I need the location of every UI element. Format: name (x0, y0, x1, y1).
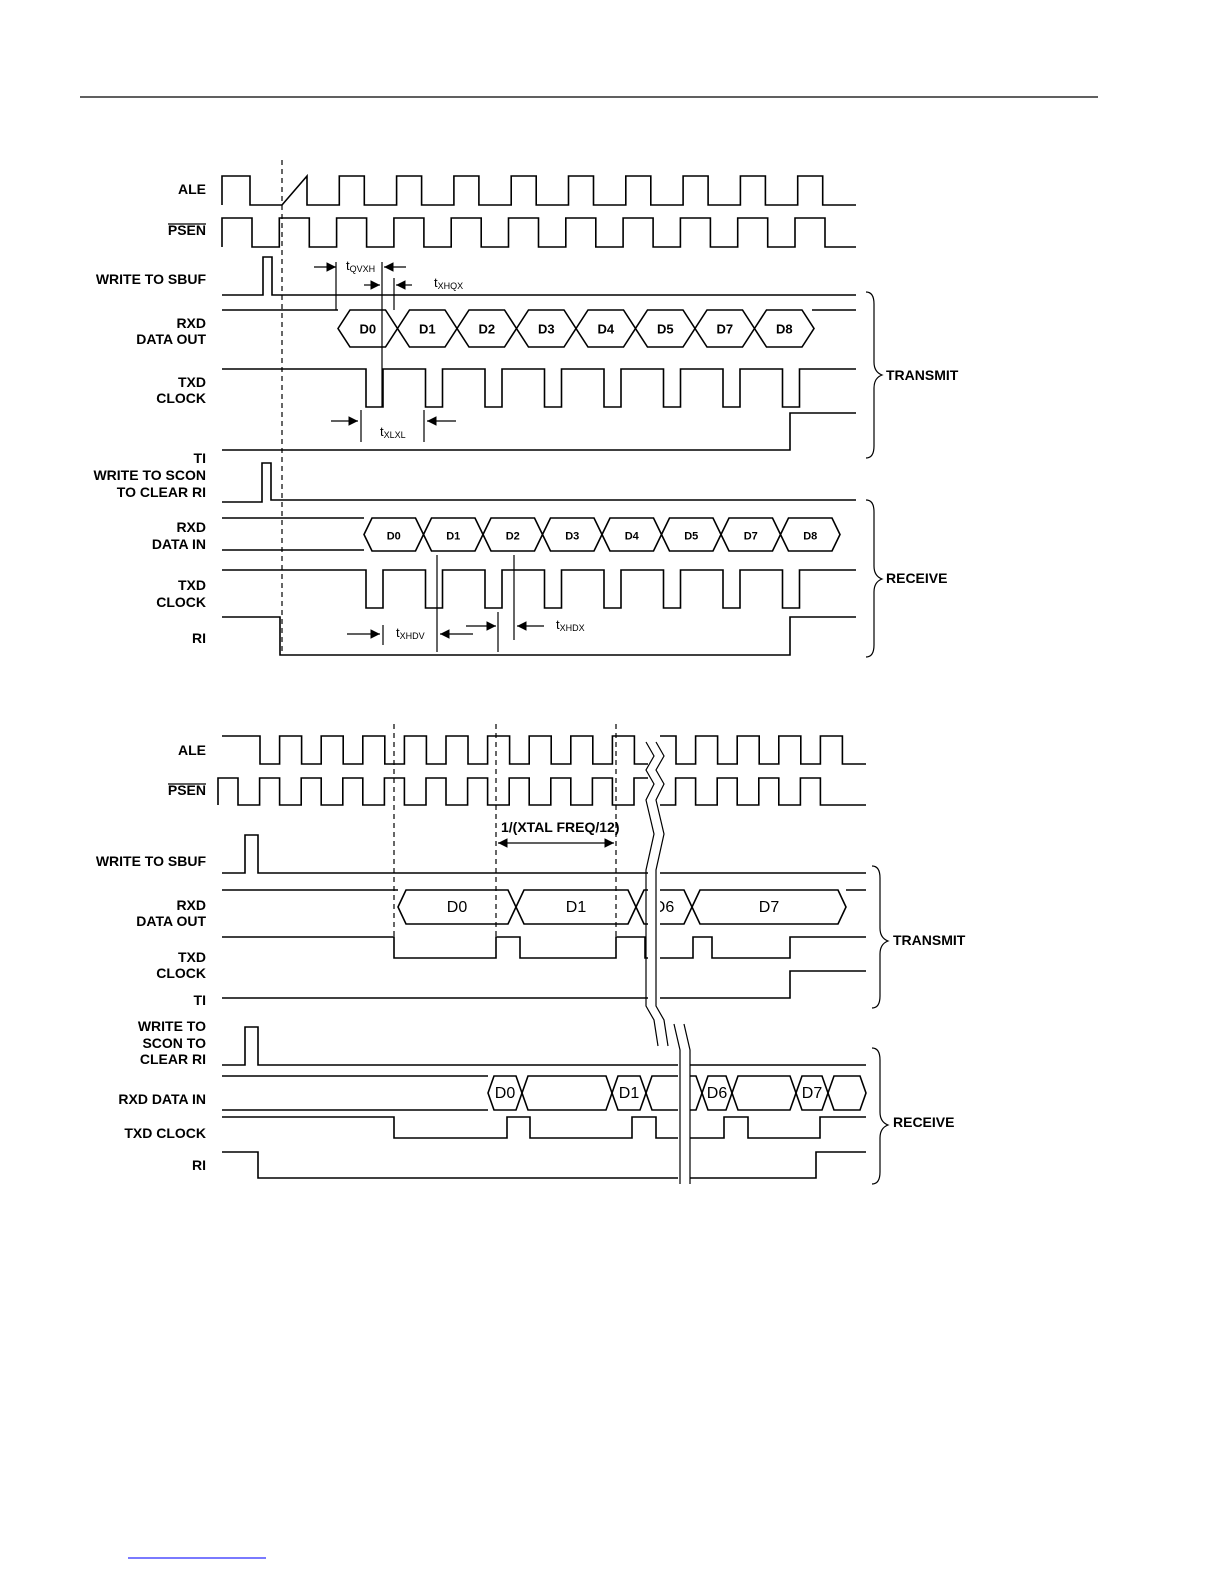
upper-ri-label: RI (192, 630, 206, 646)
upper-rxd-out-label-2: DATA OUT (136, 331, 206, 347)
lower-ti-label: TI (194, 992, 206, 1008)
lower-ri-wave (222, 1151, 866, 1179)
upper-ri-wave (222, 616, 856, 656)
bus-bit-label: D7 (716, 322, 733, 337)
bus-cell (691, 889, 847, 925)
bus-cell (731, 1075, 797, 1111)
lower-write-sbuf-label: WRITE TO SBUF (96, 853, 207, 869)
upper-psen-wave (221, 217, 856, 248)
bus-bit-label: D0 (359, 322, 376, 337)
bus-cell (521, 1075, 613, 1111)
bus-bit-label: D7 (802, 1085, 823, 1102)
upper-ale-wave (221, 173, 856, 206)
upper-rtxd-clock-label-2: CLOCK (156, 594, 206, 610)
lower-transmit-brace (871, 865, 890, 1009)
bus-bit-label: D6 (707, 1085, 728, 1102)
bus-bit-label: D1 (419, 322, 436, 337)
upper-rtxd-clock-label-1: TXD (178, 577, 206, 593)
upper-ale-label: ALE (178, 181, 206, 197)
lower-write-scon-wave (222, 1026, 866, 1066)
lower-write-scon-label-3: CLEAR RI (140, 1051, 206, 1067)
upper-txd-clock-label-2: CLOCK (156, 390, 206, 406)
bus-cell (827, 1075, 867, 1111)
upper-rxd-out-bus: D0 D1 D2 D3 D4 D5 D7 D8 (222, 309, 856, 348)
upper-txhdv-label: tXHDV (396, 625, 425, 641)
bus-bit-label: D0 (495, 1085, 516, 1102)
upper-rxd-out-label-1: RXD (176, 315, 206, 331)
upper-rxd-in-label-2: DATA IN (152, 536, 206, 552)
bus-bit-label: D2 (478, 322, 495, 337)
lower-break-marks (645, 726, 691, 1184)
bus-bit-label: D5 (657, 322, 674, 337)
upper-transmit-brace (865, 291, 884, 459)
bus-cell (779, 517, 841, 552)
bus-cell (645, 1075, 703, 1111)
upper-write-scon-wave (222, 462, 856, 503)
upper-write-sbuf-label: WRITE TO SBUF (96, 271, 207, 287)
upper-write-sbuf-wave (222, 256, 856, 296)
lower-ale-label: ALE (178, 742, 206, 758)
lower-receive-brace (871, 1047, 890, 1185)
lower-txd-clock-label: TXD CLOCK (124, 1125, 206, 1141)
upper-rtxd-clock-wave (222, 569, 856, 609)
lower-write-scon-label-2: SCON TO (142, 1035, 206, 1051)
bus-bit-label: D0 (447, 899, 468, 916)
lower-ri-label: RI (192, 1157, 206, 1173)
upper-write-scon-label-1: WRITE TO SCON (93, 467, 206, 483)
lower-transmit-label: TRANSMIT (893, 932, 966, 948)
bus-bit-label: D8 (776, 322, 793, 337)
bus-bit-label: D7 (759, 899, 780, 916)
upper-txlxl-label: tXLXL (380, 424, 406, 440)
lower-rxd-in-label: RXD DATA IN (118, 1091, 206, 1107)
lower-receive-label: RECEIVE (893, 1114, 954, 1130)
upper-psen-label: PSEN (168, 222, 206, 238)
upper-receive-brace (865, 499, 884, 658)
lower-rxd-in-bus: D0 D1 D6 D7 (222, 1075, 867, 1111)
upper-txd-clock-wave (222, 368, 856, 408)
bus-bit-label: D1 (619, 1085, 640, 1102)
upper-txhdx-label: tXHDX (556, 617, 585, 633)
upper-txhqx-label: tXHQX (434, 275, 463, 291)
upper-txd-clock-label-1: TXD (178, 374, 206, 390)
lower-rxd-out-label-2: DATA OUT (136, 913, 206, 929)
bus-bit-label: D4 (597, 322, 614, 337)
lower-rxd-out-label-1: RXD (176, 897, 206, 913)
lower-txd-clock-wave (222, 936, 866, 959)
upper-transmit-label: TRANSMIT (886, 367, 959, 383)
upper-rxd-in-bus: D0 D1 D2 D3 D4 D5 D7 D8 (222, 517, 841, 552)
upper-ti-label: TI (194, 450, 206, 466)
upper-ti-wave (222, 412, 856, 451)
bus-bit-label: D3 (565, 531, 579, 543)
lower-psen-label: PSEN (168, 782, 206, 798)
bus-bit-label: D0 (387, 531, 401, 543)
lower-write-scon-label-1: WRITE TO (138, 1018, 206, 1034)
upper-receive-label: RECEIVE (886, 570, 947, 586)
lower-timing-diagram: ALE PSEN WRITE TO SBUF RXD DATA OUT TXD … (96, 724, 966, 1185)
lower-txd-clock-label-2: CLOCK (156, 965, 206, 981)
upper-write-scon-label-2: TO CLEAR RI (117, 484, 206, 500)
bus-bit-label: D8 (803, 531, 817, 543)
lower-txd-clock-label-1: TXD (178, 949, 206, 965)
lower-write-sbuf-wave (222, 834, 866, 874)
lower-ti-wave (222, 970, 866, 999)
lower-ale-wave (222, 735, 866, 765)
bus-bit-label: D4 (625, 531, 640, 543)
lower-psen-wave (217, 777, 866, 806)
bus-cell (753, 309, 815, 348)
bus-bit-label: D5 (684, 531, 698, 543)
bus-bit-label: D2 (506, 531, 520, 543)
bus-bit-label: D1 (566, 899, 587, 916)
bus-bit-label: D7 (744, 531, 758, 543)
upper-tqvxh-label: tQVXH (346, 258, 375, 274)
bus-bit-label: D3 (538, 322, 555, 337)
lower-period-note: 1/(XTAL FREQ/12) (501, 819, 620, 835)
lower-txd-clock-wave (222, 1116, 866, 1139)
upper-timing-diagram: ALE PSEN WRITE TO SBUF RXD DATA OUT TXD … (93, 160, 959, 658)
bus-bit-label: D1 (446, 531, 460, 543)
upper-rxd-in-label-1: RXD (176, 519, 206, 535)
